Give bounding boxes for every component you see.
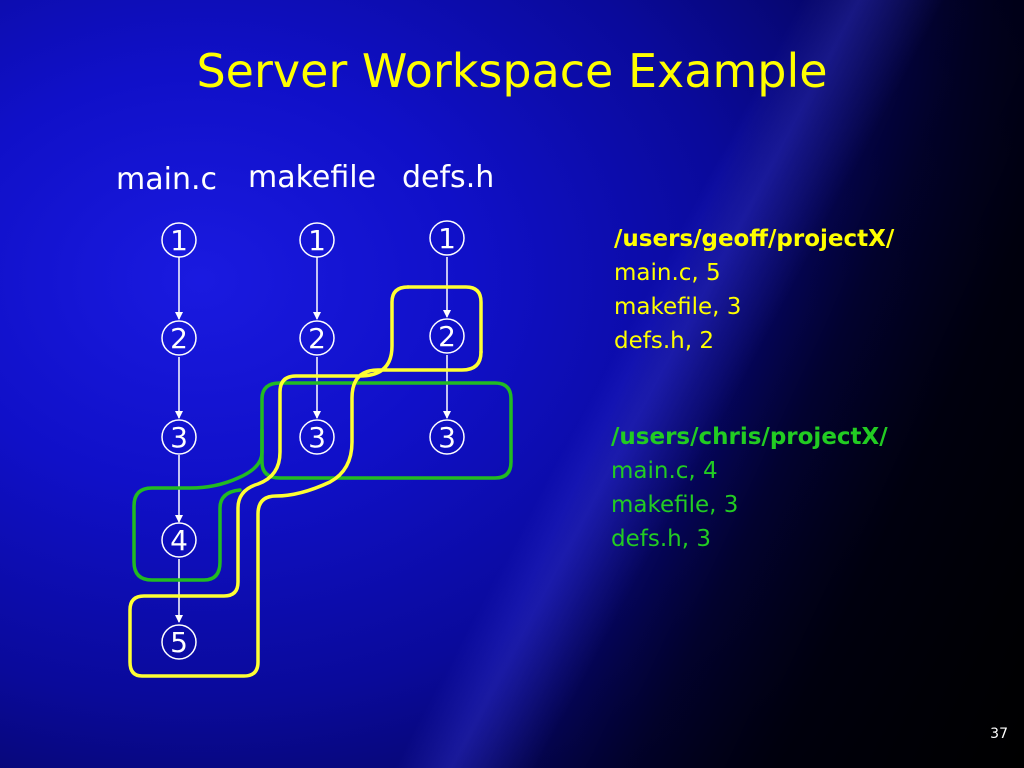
page-number: 37 (990, 726, 1008, 742)
workspace-path: /users/chris/projectX/ (611, 424, 888, 450)
node-makefile-1: 1 (299, 222, 335, 258)
workspace-geoff: /users/geoff/projectX/ main.c, 5 makefil… (614, 222, 894, 358)
node-label: 2 (438, 320, 456, 353)
workspace-entry: main.c, 5 (614, 260, 721, 286)
node-label: 1 (170, 224, 188, 257)
node-makefile-3: 3 (299, 419, 335, 455)
workspace-outline-chris (132, 381, 513, 582)
node-label: 3 (170, 421, 188, 454)
node-main-c-4: 4 (161, 522, 197, 558)
node-label: 4 (170, 524, 188, 557)
workspace-chris: /users/chris/projectX/ main.c, 4 makefil… (611, 420, 888, 556)
workspace-entry: defs.h, 2 (614, 328, 714, 354)
node-label: 5 (170, 626, 188, 659)
workspace-entry: defs.h, 3 (611, 526, 711, 552)
slide-title: Server Workspace Example (196, 44, 828, 98)
workspace-entry: main.c, 4 (611, 458, 718, 484)
node-defs-h-2: 2 (429, 318, 465, 354)
workspace-outline-geoff (128, 285, 483, 678)
node-label: 3 (438, 421, 456, 454)
node-label: 3 (308, 421, 326, 454)
workspace-path: /users/geoff/projectX/ (614, 226, 895, 252)
node-label: 1 (308, 224, 326, 257)
node-main-c-5: 5 (161, 624, 197, 660)
node-defs-h-3: 3 (429, 419, 465, 455)
node-main-c-2: 2 (161, 320, 197, 356)
node-makefile-2: 2 (299, 320, 335, 356)
column-label-main-c: main.c (116, 162, 217, 197)
node-main-c-1: 1 (161, 222, 197, 258)
workspace-entry: makefile, 3 (611, 492, 739, 518)
node-main-c-3: 3 (161, 419, 197, 455)
node-label: 1 (438, 222, 456, 255)
column-label-makefile: makefile (248, 160, 377, 195)
node-defs-h-1: 1 (429, 220, 465, 256)
version-nodes: 1 2 3 4 5 1 2 3 (161, 220, 465, 660)
column-label-defs-h: defs.h (402, 160, 495, 195)
node-label: 2 (170, 322, 188, 355)
node-label: 2 (308, 322, 326, 355)
workspace-entry: makefile, 3 (614, 294, 742, 320)
